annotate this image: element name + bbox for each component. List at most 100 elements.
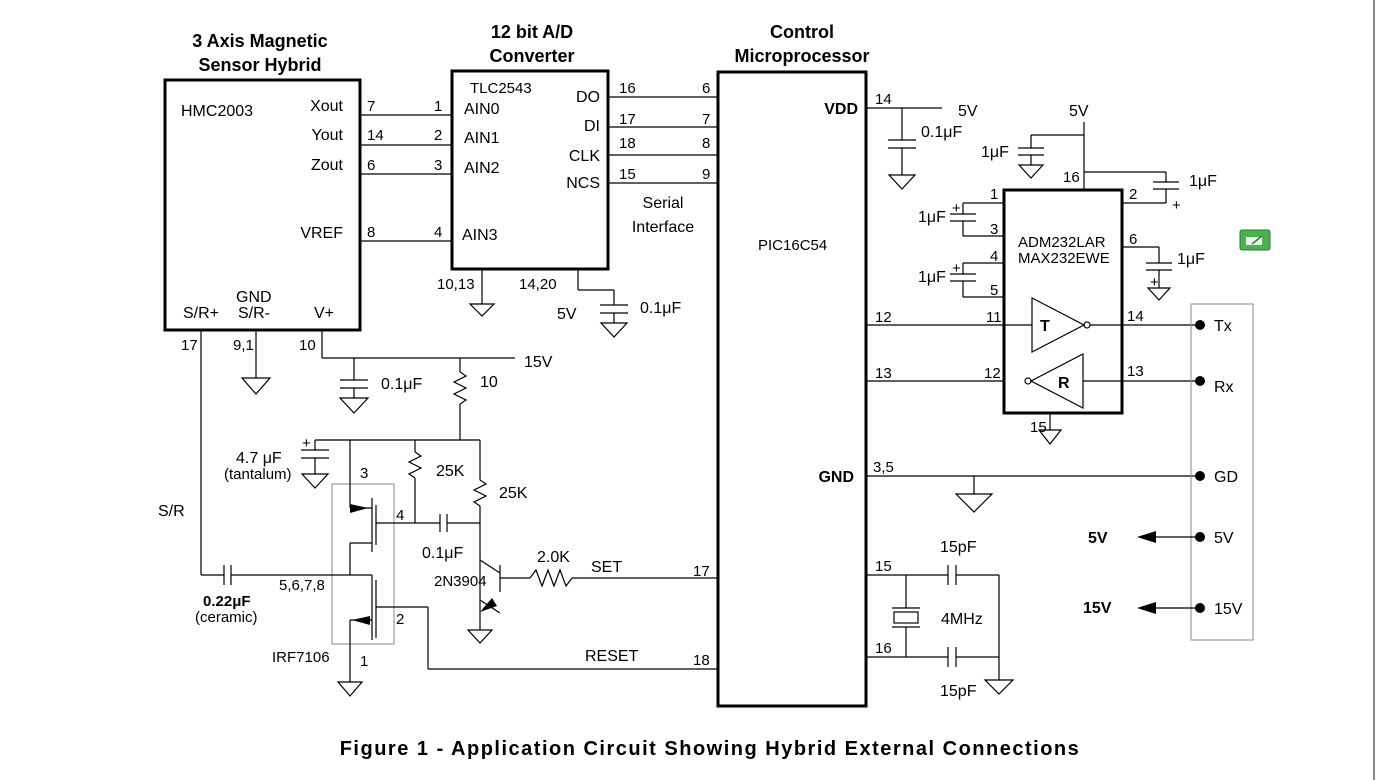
ground-icon <box>954 493 994 513</box>
ground-icon <box>887 174 917 190</box>
adc-pin-16: 16 <box>619 80 636 97</box>
hmc-xout: Xout <box>310 98 343 115</box>
adm232-box <box>1002 188 1124 415</box>
figure-caption: Figure 1 - Application Circuit Showing H… <box>340 738 1081 760</box>
hmc-pin-6: 6 <box>367 157 375 174</box>
adc-do: DO <box>576 89 600 106</box>
ground-icon <box>468 303 496 317</box>
mcu-pin-6: 6 <box>702 80 710 97</box>
vdd-5v: 5V <box>958 103 978 120</box>
mos-pin-2: 2 <box>396 611 404 628</box>
hmc-sr-plus: S/R+ <box>183 305 219 322</box>
r25k-b-label: 25K <box>499 485 528 502</box>
hmc-zout: Zout <box>311 157 344 174</box>
ground-icon <box>1017 164 1045 179</box>
adc-pin-1420: 14,20 <box>519 276 557 293</box>
resistor-2k <box>529 568 573 588</box>
adc-pin-1013: 10,13 <box>437 276 475 293</box>
adc-title-line1: 12 bit A/D <box>491 22 573 42</box>
out-5v: 5V <box>1088 530 1108 547</box>
edit-note-icon[interactable] <box>1239 229 1271 251</box>
rs-c1-label: 1μF <box>981 144 1009 161</box>
hmc-pin-10: 10 <box>299 337 316 354</box>
serial-line2: Interface <box>632 219 694 236</box>
r25k-a-label: 25K <box>436 463 465 480</box>
mcu-pin-16: 16 <box>875 640 892 657</box>
adc-ain2: AIN2 <box>464 160 500 177</box>
sr-label: S/R <box>158 503 185 520</box>
adc-pin-15: 15 <box>619 166 636 183</box>
c15p-a-label: 15pF <box>940 539 977 556</box>
hmc-vplus: V+ <box>314 305 334 322</box>
irf7106-package <box>331 483 395 645</box>
adc-ncs: NCS <box>566 175 600 192</box>
vdd-cap-label: 0.1μF <box>921 124 962 141</box>
mcu-pin-18: 18 <box>693 652 710 669</box>
mcu-pin-13: 13 <box>875 365 892 382</box>
c4-plus: + <box>952 260 961 277</box>
rs-part2: MAX232EWE <box>1018 250 1110 267</box>
mcu-part: PIC16C54 <box>758 237 827 254</box>
mos-pin-5678: 5,6,7,8 <box>279 577 325 594</box>
rs-pin-2: 2 <box>1129 186 1137 203</box>
ground-icon <box>240 377 272 395</box>
hmc-part: HMC2003 <box>181 103 253 120</box>
conn-rx: Rx <box>1214 379 1234 396</box>
rs-c3-label: 1μF <box>918 209 946 226</box>
r-bubble <box>1024 377 1032 385</box>
sensor-title-line2: Sensor Hybrid <box>198 55 321 75</box>
rs-pin-3: 3 <box>990 221 998 238</box>
conn-gd-dot <box>1195 471 1205 481</box>
rail-15v-label: 15V <box>524 354 553 371</box>
adc-part: TLC2543 <box>470 80 532 97</box>
adc-di: DI <box>584 118 600 135</box>
arrow-left-icon <box>1137 531 1156 543</box>
conn-5v: 5V <box>1214 530 1234 547</box>
adc-ain1: AIN1 <box>464 130 500 147</box>
r10-label: 10 <box>480 374 498 391</box>
r-receiver-label: R <box>1058 375 1070 392</box>
q1-label: 2N3904 <box>434 573 487 590</box>
t-driver-icon <box>1031 297 1086 353</box>
hmc-yout: Yout <box>312 127 344 144</box>
t-driver-label: T <box>1040 318 1050 335</box>
cap-base-label: 0.1μF <box>422 545 463 562</box>
hmc-sr-minus: S/R- <box>238 305 270 322</box>
rs-pin-6: 6 <box>1129 231 1137 248</box>
adc-clk: CLK <box>569 148 600 165</box>
rs-pin-16: 16 <box>1063 169 1080 186</box>
mos-pin-3: 3 <box>360 465 368 482</box>
c2-plus: + <box>1172 197 1181 214</box>
ground-icon <box>1146 287 1172 301</box>
resistor-25k-b <box>472 479 488 507</box>
mos-pin-4: 4 <box>396 507 404 524</box>
set-label: SET <box>591 559 622 576</box>
conn-15v: 15V <box>1214 601 1243 618</box>
cap-4-7uf-label: 4.7 μF <box>236 450 282 467</box>
q1-arrow-icon <box>480 598 497 612</box>
hmc-pin-8: 8 <box>367 224 375 241</box>
ground-icon <box>983 679 1015 695</box>
rs-pin-13: 13 <box>1127 363 1144 380</box>
cap-0-22uf-label: 0.22μF <box>203 593 251 610</box>
hmc-pin-7: 7 <box>367 98 375 115</box>
ground-icon <box>1037 429 1063 445</box>
adc-ain0: AIN0 <box>464 101 500 118</box>
adc-pin-2: 2 <box>434 127 442 144</box>
mcu-pin-35: 3,5 <box>873 459 894 476</box>
mcu-pin-15: 15 <box>875 558 892 575</box>
ground-icon <box>466 629 494 644</box>
tantalum-label: (tantalum) <box>224 466 292 483</box>
adc-5v: 5V <box>557 306 577 323</box>
hmc-gnd: GND <box>236 289 272 306</box>
ground-icon <box>336 681 364 697</box>
mcu-gnd: GND <box>818 469 854 486</box>
rs-c2-label: 1μF <box>1189 173 1217 190</box>
rs-pin-14: 14 <box>1127 308 1144 325</box>
rs-pin-4: 4 <box>990 248 998 265</box>
tlc2543-box <box>450 69 610 271</box>
sensor-title-line1: 3 Axis Magnetic <box>192 31 327 51</box>
connector-box <box>1190 303 1254 641</box>
mos-pin-1: 1 <box>360 653 368 670</box>
conn-gd: GD <box>1214 469 1238 486</box>
